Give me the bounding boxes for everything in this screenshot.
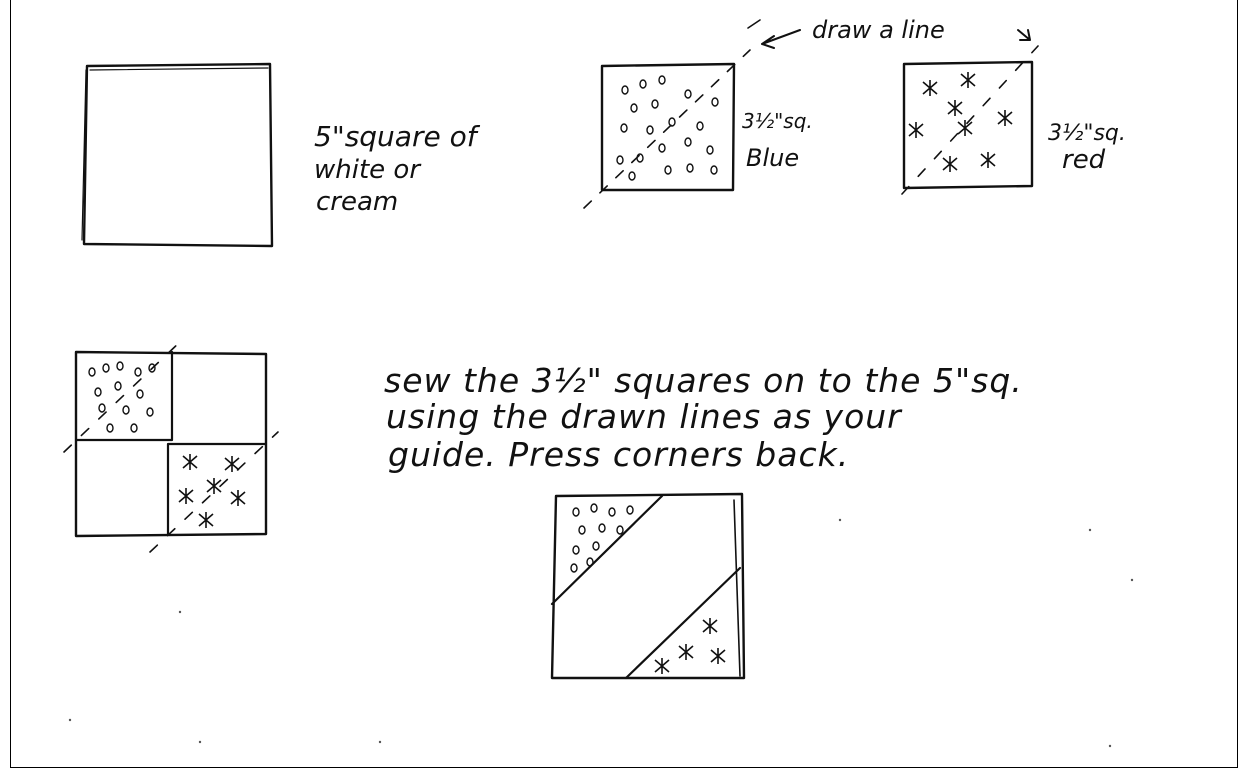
white-square-label-line2: white or: [314, 155, 422, 185]
red-square: [902, 46, 1038, 194]
red-star-fabric-icon: [909, 72, 1012, 172]
white-square-label-line3: cream: [316, 187, 398, 217]
red-star-fabric-icon: [655, 618, 725, 674]
instruction-line2: using the drawn lines as your: [386, 397, 903, 436]
draw-line-label: draw a line: [812, 16, 945, 44]
arrow-right-icon: [1018, 30, 1030, 40]
instruction-line1: sew the 3½" squares on to the 5"sq.: [384, 361, 1023, 400]
blue-color-label: Blue: [746, 144, 799, 172]
white-square-label-line1: 5"square of: [314, 120, 481, 153]
instruction-line3: guide. Press corners back.: [388, 435, 849, 474]
blue-square: [584, 20, 760, 208]
red-star-fabric-icon: [179, 454, 245, 528]
blue-size-label: 3½"sq.: [742, 109, 813, 133]
placement-square: [64, 340, 278, 552]
blue-dot-fabric-icon: [571, 504, 633, 572]
arrow-left-icon: [762, 30, 800, 48]
red-color-label: red: [1062, 145, 1106, 175]
pencil-specks: [69, 519, 1133, 747]
finished-square: [552, 494, 744, 678]
red-size-label: 3½"sq.: [1048, 121, 1126, 146]
white-square: [82, 64, 272, 246]
